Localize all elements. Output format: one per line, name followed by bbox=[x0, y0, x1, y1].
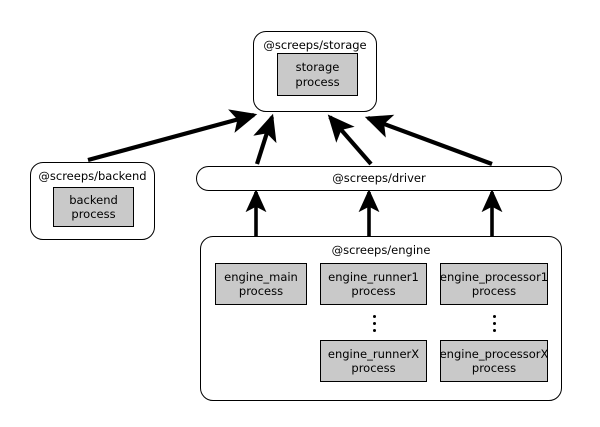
package-engine-label: @screeps/engine bbox=[331, 243, 431, 257]
process-engine-processor1-line2: process bbox=[471, 284, 517, 298]
package-backend[interactable]: @screeps/backend backend process bbox=[30, 162, 155, 240]
process-storage-line2: process bbox=[295, 74, 340, 89]
process-engine-main-line1: engine_main bbox=[224, 269, 298, 284]
process-engine-runnerx-line1: engine_runnerX bbox=[327, 346, 420, 361]
package-storage[interactable]: @screeps/storage storage process bbox=[253, 31, 377, 112]
package-driver[interactable]: @screeps/driver bbox=[196, 166, 562, 191]
process-engine-runnerx[interactable]: engine_runnerX process bbox=[320, 340, 427, 382]
package-backend-label: @screeps/backend bbox=[38, 169, 147, 183]
process-engine-processorx[interactable]: engine_processorX process bbox=[440, 340, 548, 382]
process-engine-runnerx-line2: process bbox=[351, 361, 396, 375]
process-engine-processor1[interactable]: engine_processor1 process bbox=[440, 263, 548, 305]
process-engine-processorx-line1: engine_processorX bbox=[439, 346, 549, 361]
process-engine-processor1-line1: engine_processor1 bbox=[439, 269, 549, 284]
ellipsis-runner-column bbox=[367, 311, 381, 332]
package-storage-label: @screeps/storage bbox=[263, 38, 367, 52]
package-engine[interactable]: @screeps/engine engine_main process engi… bbox=[200, 236, 562, 401]
edge-driver-to-storage-right bbox=[364, 114, 493, 166]
process-backend-line1: backend bbox=[69, 192, 118, 207]
process-engine-runner1-line1: engine_runner1 bbox=[328, 269, 419, 284]
process-backend[interactable]: backend process bbox=[53, 187, 134, 227]
process-engine-processorx-line2: process bbox=[471, 361, 517, 375]
process-engine-runner1-line2: process bbox=[351, 284, 396, 298]
process-storage-line1: storage bbox=[295, 60, 340, 74]
package-driver-label: @screeps/driver bbox=[332, 171, 426, 185]
edge-driver-to-storage-left bbox=[253, 113, 277, 165]
process-engine-runner1[interactable]: engine_runner1 process bbox=[320, 263, 427, 305]
process-engine-main-line2: process bbox=[238, 284, 284, 298]
edge-driver-to-storage-center bbox=[327, 114, 373, 166]
process-storage[interactable]: storage process bbox=[277, 53, 358, 96]
edge-backend-to-storage bbox=[87, 109, 258, 163]
process-engine-main[interactable]: engine_main process bbox=[215, 263, 307, 305]
process-backend-line2: process bbox=[71, 207, 116, 221]
ellipsis-processor-column bbox=[487, 311, 501, 332]
